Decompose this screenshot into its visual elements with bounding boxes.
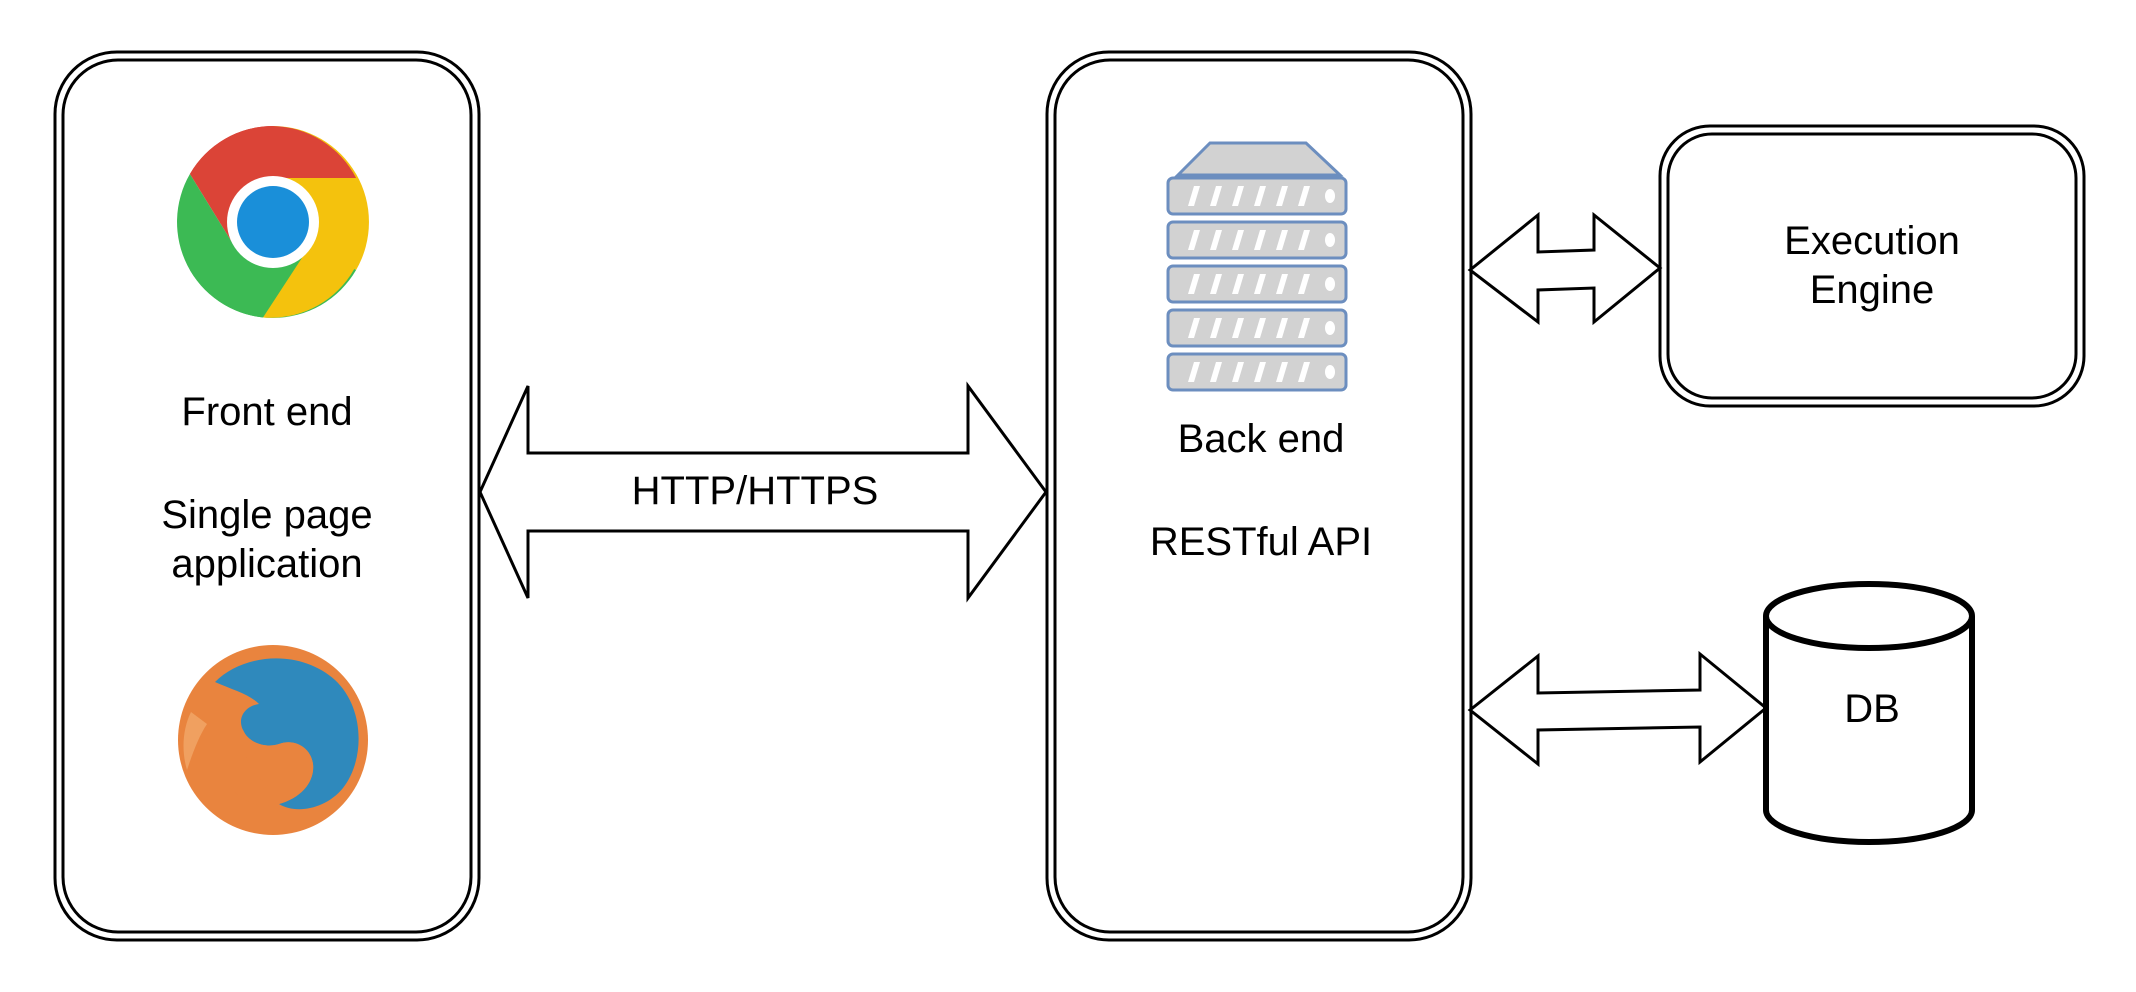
server-vent-slot xyxy=(1298,318,1310,338)
server-vent-slot xyxy=(1298,362,1310,382)
frontend-subtitle-line2: application xyxy=(171,542,362,586)
server-vent-slot xyxy=(1232,230,1244,250)
server-vent-slot xyxy=(1276,318,1288,338)
server-vent-slot xyxy=(1298,186,1310,206)
server-vent-slot xyxy=(1254,318,1266,338)
server-vent-slot xyxy=(1298,274,1310,294)
server-vent-slot xyxy=(1188,318,1200,338)
server-rack-icon xyxy=(1166,141,1348,392)
engine-label-line1: Execution xyxy=(1784,219,1960,263)
server-led xyxy=(1325,189,1335,203)
server-vent-slot xyxy=(1210,186,1222,206)
server-vent-slot xyxy=(1276,230,1288,250)
server-vent-slot xyxy=(1188,186,1200,206)
server-vent-slot xyxy=(1210,318,1222,338)
database-cylinder xyxy=(1763,581,1975,845)
server-vent-slot xyxy=(1188,230,1200,250)
backend-subtitle: RESTful API xyxy=(1150,520,1372,564)
server-vent-slot xyxy=(1210,230,1222,250)
server-vent-slot xyxy=(1254,274,1266,294)
engine-connection-arrow xyxy=(1467,211,1663,326)
server-vent-slot xyxy=(1232,362,1244,382)
server-vent-slot xyxy=(1232,186,1244,206)
connection-label: HTTP/HTTPS xyxy=(632,469,879,513)
frontend-box xyxy=(53,50,481,942)
server-led xyxy=(1325,233,1335,247)
execution-engine-box xyxy=(1658,124,2086,408)
server-vent-slot xyxy=(1232,274,1244,294)
frontend-title: Front end xyxy=(181,390,352,434)
server-vent-slot xyxy=(1210,362,1222,382)
db-connection-arrow xyxy=(1467,650,1769,768)
backend-title: Back end xyxy=(1178,417,1345,461)
server-vent-slot xyxy=(1210,274,1222,294)
server-vent-slot xyxy=(1276,362,1288,382)
server-vent-slot xyxy=(1276,186,1288,206)
server-vent-slot xyxy=(1254,362,1266,382)
server-led xyxy=(1325,321,1335,335)
firefox-logo-icon xyxy=(178,645,368,835)
engine-label-line2: Engine xyxy=(1810,268,1935,312)
server-vent-slot xyxy=(1254,230,1266,250)
server-vent-slot xyxy=(1298,230,1310,250)
frontend-subtitle-line1: Single page xyxy=(161,493,372,537)
server-led xyxy=(1325,277,1335,291)
server-vent-slot xyxy=(1188,362,1200,382)
server-vent-slot xyxy=(1232,318,1244,338)
chrome-logo-icon xyxy=(177,126,369,318)
server-led xyxy=(1325,365,1335,379)
server-vent-slot xyxy=(1188,274,1200,294)
backend-box xyxy=(1045,50,1473,942)
server-vent-slot xyxy=(1276,274,1288,294)
db-label: DB xyxy=(1844,687,1900,731)
server-vent-slot xyxy=(1254,186,1266,206)
